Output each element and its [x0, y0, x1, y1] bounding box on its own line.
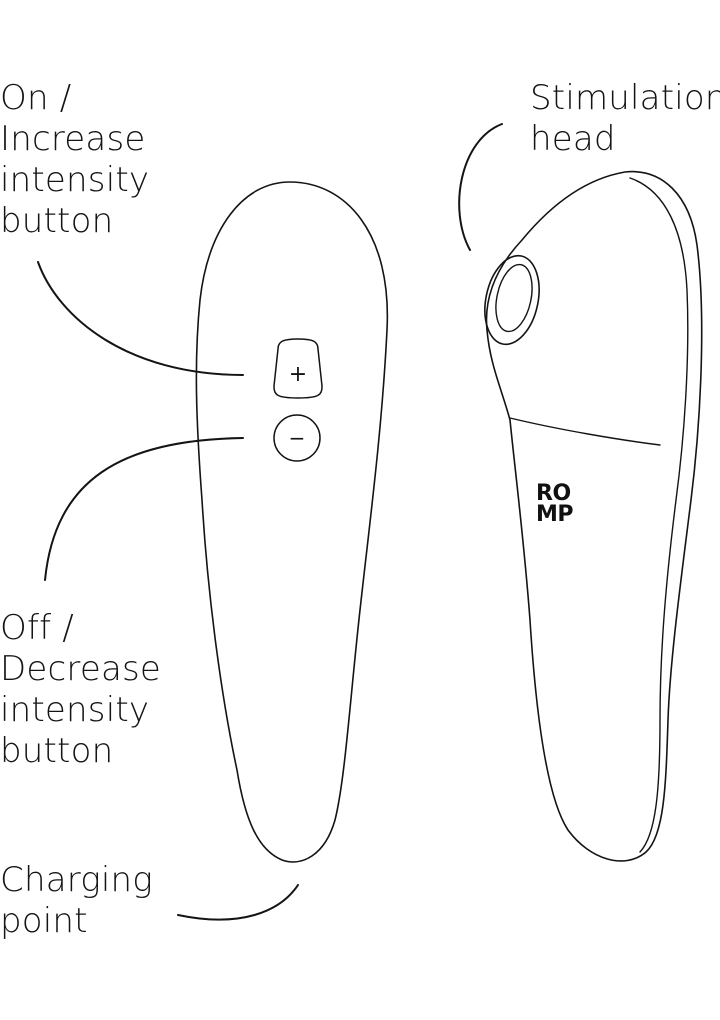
side-head-seam — [509, 417, 661, 446]
label-line: head — [530, 119, 616, 159]
label-line: intensity — [0, 690, 150, 730]
front-device-outline — [195, 181, 389, 863]
stimulation-head-label: Stimulation head — [530, 78, 720, 160]
label-line: intensity — [0, 160, 150, 200]
label-line: On / — [0, 78, 72, 118]
charging-point-leader — [177, 884, 299, 921]
brand-logo: RO MP — [536, 481, 584, 527]
off-button-leader — [44, 437, 244, 581]
label-line: Off / — [0, 608, 74, 648]
stimulation-head-leader — [458, 123, 503, 251]
label-line: Stimulation — [530, 78, 720, 118]
label-line: Charging — [0, 860, 153, 900]
label-line: button — [0, 731, 114, 771]
plus-icon: + — [289, 362, 307, 387]
label-line: Increase — [0, 119, 146, 159]
label-line: Decrease — [0, 649, 162, 689]
side-device-outline — [485, 170, 703, 862]
stimulation-opening-inner — [495, 263, 533, 333]
brand-logo-line: RO — [536, 481, 571, 506]
minus-icon: − — [289, 426, 306, 450]
label-line: point — [0, 901, 88, 941]
off-button-label: Off / Decrease intensity button — [0, 608, 161, 772]
plus-button-outline — [273, 338, 323, 399]
brand-logo-line: MP — [536, 502, 574, 527]
label-line: button — [0, 201, 114, 241]
minus-button-outline — [273, 414, 321, 462]
on-button-leader — [37, 261, 244, 376]
stimulation-opening-outer — [484, 254, 540, 346]
side-back-contour — [629, 177, 689, 853]
charging-point-label: Charging point — [0, 860, 153, 942]
on-button-label: On / Increase intensity button — [0, 78, 149, 242]
